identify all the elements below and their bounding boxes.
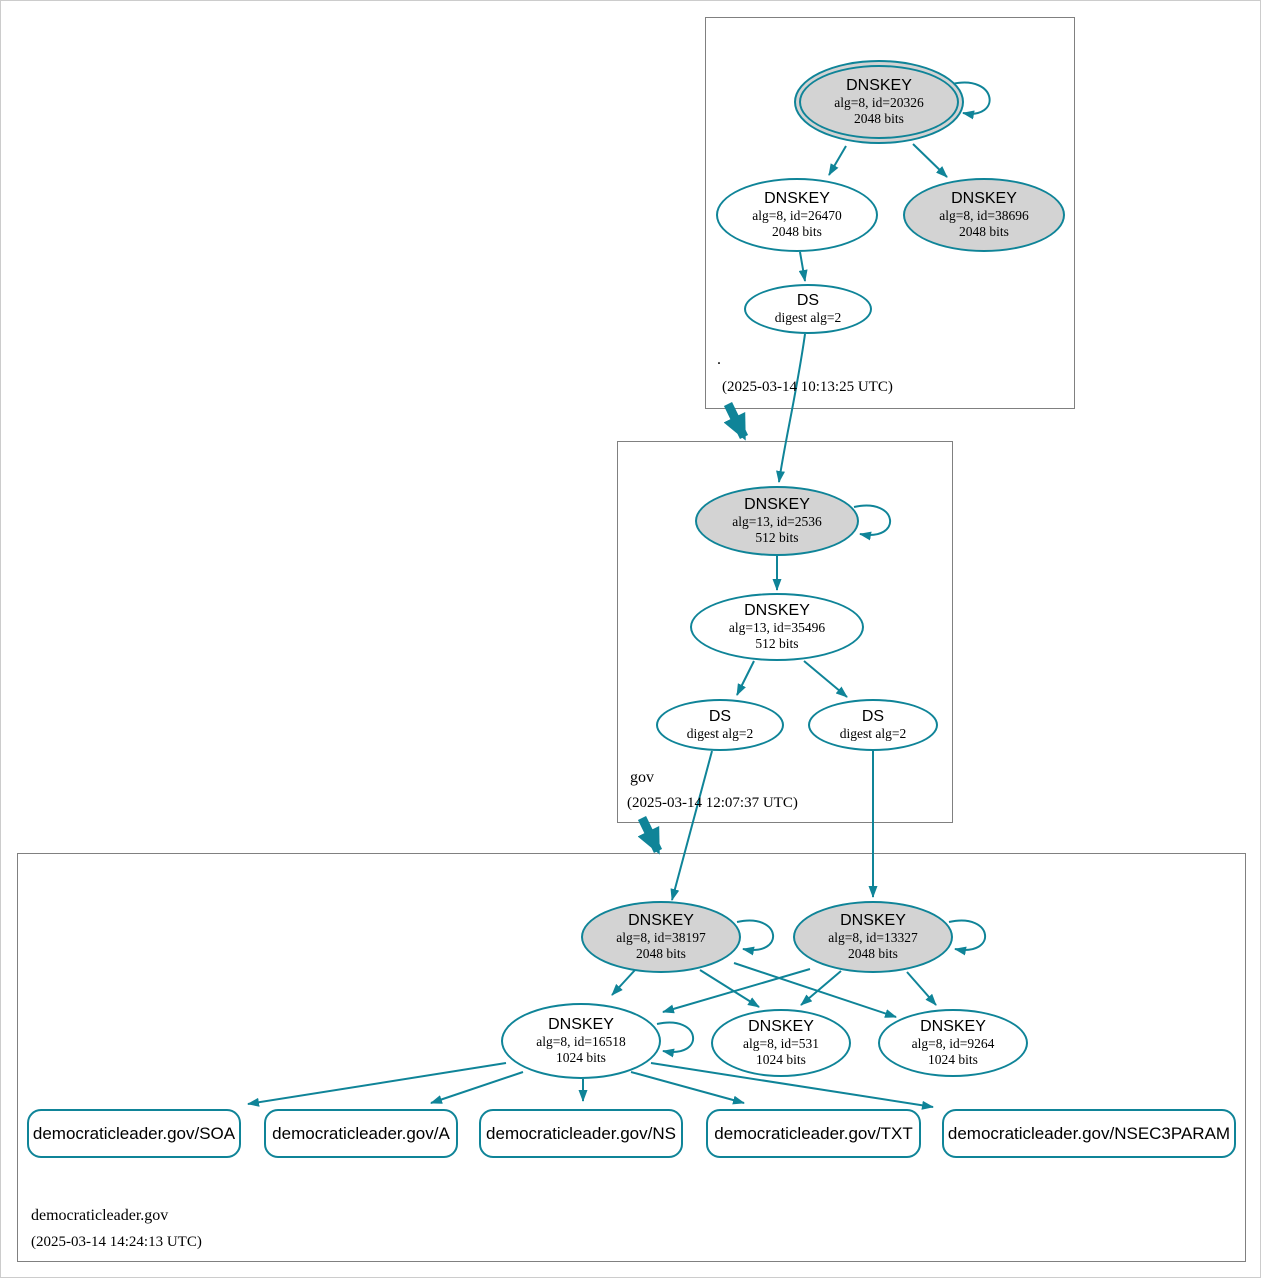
edge-gov-zsk-to-ds2 bbox=[803, 660, 848, 698]
edge-gov-ksk-selfsign bbox=[853, 504, 891, 541]
zone-name-root: . bbox=[717, 351, 721, 368]
edge-root-ksk-to-ksk2 bbox=[912, 143, 948, 178]
node-alg-id: alg=8, id=38696 bbox=[939, 208, 1029, 224]
dnskey-node-domain-ksk-13327[interactable]: DNSKEY alg=8, id=13327 2048 bits bbox=[793, 901, 953, 973]
node-title: DS bbox=[796, 291, 820, 309]
node-alg-id: alg=13, id=2536 bbox=[732, 514, 822, 530]
dnskey-node-gov-zsk-35496[interactable]: DNSKEY alg=13, id=35496 512 bits bbox=[690, 593, 864, 661]
node-digest: digest alg=2 bbox=[774, 310, 842, 326]
dnskey-node-domain-zsk-531[interactable]: DNSKEY alg=8, id=531 1024 bits bbox=[711, 1009, 851, 1077]
node-title: DS bbox=[708, 707, 732, 725]
node-title: DNSKEY bbox=[951, 189, 1017, 207]
edge-domain-zsk1-to-a bbox=[430, 1071, 524, 1104]
zone-timestamp-democraticleader-gov: (2025-03-14 14:24:13 UTC) bbox=[31, 1234, 202, 1250]
node-alg-id: alg=8, id=20326 bbox=[834, 95, 924, 111]
node-digest: digest alg=2 bbox=[839, 726, 907, 742]
node-bits: 1024 bits bbox=[928, 1052, 978, 1068]
node-bits: 1024 bits bbox=[756, 1052, 806, 1068]
node-bits: 2048 bits bbox=[636, 946, 686, 962]
edge-root-ksk-selfsign bbox=[951, 81, 991, 120]
edge-delegation-gov-to-domain bbox=[637, 816, 663, 855]
node-bits: 2048 bits bbox=[854, 111, 904, 127]
rrset-node-nsec3param[interactable]: democraticleader.gov/NSEC3PARAM bbox=[942, 1109, 1236, 1158]
dnskey-node-domain-ksk-38197[interactable]: DNSKEY alg=8, id=38197 2048 bits bbox=[581, 901, 741, 973]
ds-node-gov-2[interactable]: DS digest alg=2 bbox=[808, 699, 938, 751]
edge-root-zsk-to-ds bbox=[798, 251, 808, 282]
zone-box-root bbox=[705, 17, 1075, 409]
dnskey-node-gov-ksk-2536[interactable]: DNSKEY alg=13, id=2536 512 bits bbox=[695, 486, 859, 556]
node-title: DNSKEY bbox=[846, 76, 912, 94]
node-title: DNSKEY bbox=[628, 911, 694, 929]
zone-name-gov: gov bbox=[630, 769, 654, 786]
node-title: DNSKEY bbox=[548, 1015, 614, 1033]
dnskey-node-root-ksk-38696[interactable]: DNSKEY alg=8, id=38696 2048 bits bbox=[903, 178, 1065, 252]
rrset-node-txt[interactable]: democraticleader.gov/TXT bbox=[706, 1109, 921, 1158]
edge-domain-ksk2-to-zsk1 bbox=[662, 968, 811, 1014]
node-bits: 2048 bits bbox=[959, 224, 1009, 240]
edge-domain-zsk1-selfsign bbox=[656, 1021, 694, 1058]
node-bits: 2048 bits bbox=[848, 946, 898, 962]
node-bits: 2048 bits bbox=[772, 224, 822, 240]
edge-domain-zsk1-to-nsec3param bbox=[650, 1062, 934, 1110]
edge-gov-zsk-to-ds1 bbox=[736, 660, 755, 696]
rrset-node-ns[interactable]: democraticleader.gov/NS bbox=[479, 1109, 683, 1158]
node-title: DNSKEY bbox=[764, 189, 830, 207]
node-title: DNSKEY bbox=[744, 601, 810, 619]
edge-domain-ksk1-to-zsk1 bbox=[611, 969, 636, 996]
zone-timestamp-gov: (2025-03-14 12:07:37 UTC) bbox=[627, 795, 798, 811]
edge-domain-zsk1-to-txt bbox=[630, 1071, 745, 1105]
edge-domain-ksk1-selfsign bbox=[736, 919, 774, 956]
dnskey-node-domain-zsk-9264[interactable]: DNSKEY alg=8, id=9264 1024 bits bbox=[878, 1009, 1028, 1077]
zone-name-democraticleader-gov: democraticleader.gov bbox=[31, 1207, 169, 1224]
node-alg-id: alg=8, id=13327 bbox=[828, 930, 918, 946]
edge-domain-ksk1-to-zsk3 bbox=[733, 962, 897, 1018]
dnskey-node-domain-zsk-16518[interactable]: DNSKEY alg=8, id=16518 1024 bits bbox=[501, 1003, 661, 1079]
node-title: DNSKEY bbox=[840, 911, 906, 929]
node-bits: 512 bits bbox=[755, 636, 799, 652]
node-alg-id: alg=8, id=16518 bbox=[536, 1034, 626, 1050]
rrset-node-a[interactable]: democraticleader.gov/A bbox=[264, 1109, 458, 1158]
ds-node-gov-1[interactable]: DS digest alg=2 bbox=[656, 699, 784, 751]
edge-root-ds-to-gov-ksk bbox=[776, 333, 806, 483]
node-bits: 1024 bits bbox=[556, 1050, 606, 1066]
node-title: DNSKEY bbox=[744, 495, 810, 513]
edge-gov-ds1-to-domain-ksk1 bbox=[670, 750, 713, 901]
edge-domain-ksk2-to-zsk3 bbox=[906, 971, 937, 1006]
node-bits: 512 bits bbox=[755, 530, 799, 546]
node-alg-id: alg=8, id=531 bbox=[743, 1036, 819, 1052]
node-title: DS bbox=[861, 707, 885, 725]
edge-domain-zsk1-to-soa bbox=[247, 1062, 507, 1107]
dnskey-node-root-ksk-20326[interactable]: DNSKEY alg=8, id=20326 2048 bits bbox=[794, 60, 964, 144]
node-title: DNSKEY bbox=[748, 1017, 814, 1035]
edge-domain-ksk1-to-zsk2 bbox=[699, 969, 760, 1008]
node-title: DNSKEY bbox=[920, 1017, 986, 1035]
rrset-node-soa[interactable]: democraticleader.gov/SOA bbox=[27, 1109, 241, 1158]
zone-timestamp-root: (2025-03-14 10:13:25 UTC) bbox=[722, 379, 893, 395]
node-alg-id: alg=8, id=26470 bbox=[752, 208, 842, 224]
node-alg-id: alg=8, id=9264 bbox=[911, 1036, 995, 1052]
edge-root-ksk-to-zsk bbox=[828, 145, 847, 176]
edge-domain-ksk2-to-zsk2 bbox=[800, 970, 842, 1006]
node-alg-id: alg=8, id=38197 bbox=[616, 930, 706, 946]
node-digest: digest alg=2 bbox=[686, 726, 754, 742]
zone-box-democraticleader-gov bbox=[17, 853, 1246, 1262]
ds-node-root[interactable]: DS digest alg=2 bbox=[744, 284, 872, 334]
edge-domain-ksk2-selfsign bbox=[948, 919, 986, 956]
dnskey-node-root-zsk-26470[interactable]: DNSKEY alg=8, id=26470 2048 bits bbox=[716, 178, 878, 252]
edge-delegation-root-to-gov bbox=[723, 402, 749, 441]
node-alg-id: alg=13, id=35496 bbox=[728, 620, 826, 636]
